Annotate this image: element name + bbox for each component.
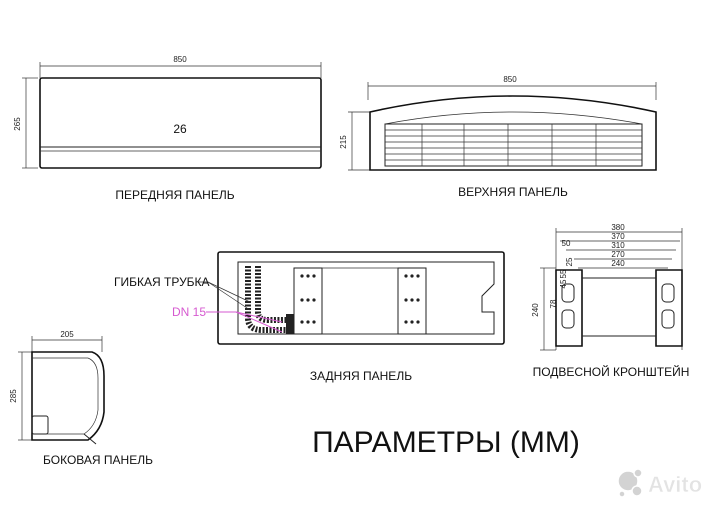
bracket-plate-left [555,269,583,347]
side-panel-body [31,351,105,441]
hose-connector [286,314,294,334]
rear-mount-block-right [397,267,427,335]
top-panel-view: 850 215 ВЕРХНЯЯ ПАНЕЛЬ [339,75,657,199]
page-title: ПАРАМЕТРЫ (ММ) [312,426,580,459]
front-panel-label: ПЕРЕДНЯЯ ПАНЕЛЬ [115,188,234,202]
avito-wordmark: Avito [648,472,702,497]
top-width-dim: 850 [503,75,517,84]
front-panel-view: 850 265 26 ПЕРЕДНЯЯ ПАНЕЛЬ [13,55,322,202]
rear-panel-view: ГИБКАЯ ТРУБКА DN 15 ЗАДНЯЯ ПАНЕЛЬ [114,251,505,383]
bracket-vdim-1: 45 [559,279,568,288]
top-panel-body [369,95,657,171]
flexible-hose-2 [255,266,290,323]
rear-mount-block-left [293,267,323,335]
bracket-vdim-2: 78 [549,299,558,308]
front-panel-number: 26 [173,122,187,136]
avito-logo-icon [617,468,643,498]
side-width-dim: 205 [60,330,74,339]
bracket-dim-small-a: 25 [565,257,574,266]
side-panel-view: 205 285 БОКОВАЯ ПАНЕЛЬ [9,330,153,467]
side-height-dim: 285 [9,389,18,403]
bracket-view: 380 370 310 270 240 50 25 45 78 55 240 П… [531,223,689,379]
front-panel-body [39,77,322,169]
bracket-plate-right [655,269,683,347]
bracket-dim-5: 240 [611,259,625,268]
bracket-label: ПОДВЕСНОЙ КРОНШТЕЙН [533,364,690,379]
side-panel-label: БОКОВАЯ ПАНЕЛЬ [43,453,153,467]
bracket-dim-4: 270 [611,250,625,259]
bracket-height-dim: 240 [531,303,540,317]
front-height-dim: 265 [13,117,22,131]
front-width-dim: 850 [173,55,187,64]
top-panel-grille [384,123,643,167]
top-panel-label: ВЕРХНЯЯ ПАНЕЛЬ [458,185,568,199]
top-height-dim: 215 [339,135,348,149]
hose-label: ГИБКАЯ ТРУБКА [114,275,210,289]
avito-watermark: Avito [617,468,702,498]
rear-panel-body [217,251,505,345]
bracket-dim-1: 380 [611,223,625,232]
bracket-dim-2: 370 [611,232,625,241]
bracket-dim-small-top: 50 [562,239,571,248]
bracket-vdim-3: 55 [559,269,568,278]
rear-panel-label: ЗАДНЯЯ ПАНЕЛЬ [310,369,412,383]
bracket-dim-3: 310 [611,241,625,250]
dn-label: DN 15 [172,305,206,319]
